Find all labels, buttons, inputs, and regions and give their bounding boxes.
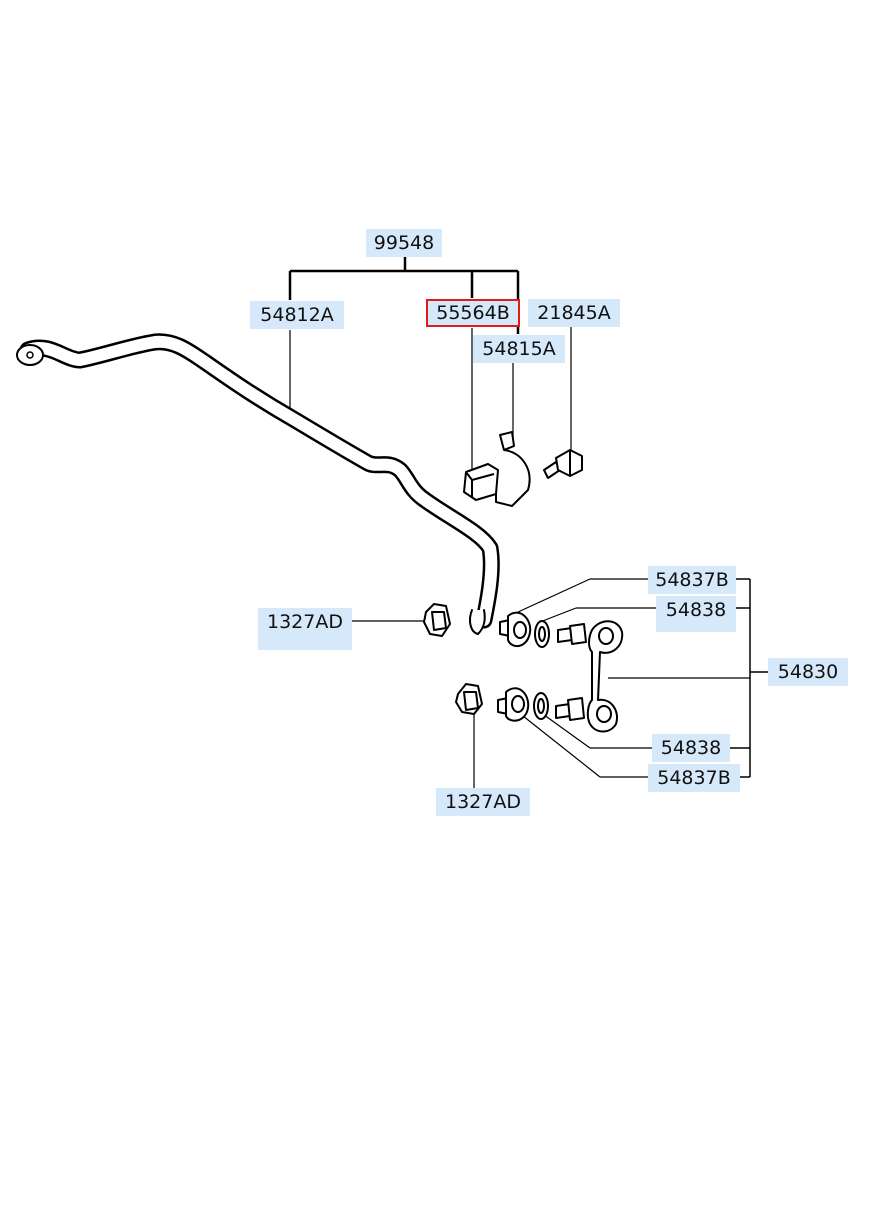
- stabilizer-link-drawing: [497, 611, 624, 733]
- label-bracket[interactable]: 54815A: [473, 335, 565, 363]
- bracket-bolt-drawing: [543, 449, 583, 479]
- label-assembly-99548[interactable]: 99548: [366, 229, 442, 257]
- label-bracket-bolt[interactable]: 21845A: [528, 299, 620, 327]
- stabilizer-bar-drawing: [16, 333, 500, 635]
- label-nut-upper[interactable]: 1327AD: [258, 608, 352, 650]
- label-nut-lower[interactable]: 1327AD: [436, 788, 530, 816]
- bushing-bracket-drawing: [463, 431, 531, 507]
- label-link-dust-cover-upper[interactable]: 54837B: [648, 566, 736, 594]
- label-link-assembly[interactable]: 54830: [768, 658, 848, 686]
- leader-lines: [289, 327, 750, 788]
- label-stabilizer-bar[interactable]: 54812A: [250, 301, 344, 329]
- label-link-dust-cover-lower[interactable]: 54837B: [648, 764, 740, 792]
- label-link-washer-lower[interactable]: 54838: [652, 734, 730, 762]
- label-link-washer-upper[interactable]: 54838: [656, 596, 736, 632]
- link-assembly-bracket: [730, 578, 768, 778]
- nut-upper-drawing: [423, 603, 451, 637]
- label-bushing[interactable]: 55564B: [426, 299, 520, 327]
- nut-lower-drawing: [455, 683, 483, 715]
